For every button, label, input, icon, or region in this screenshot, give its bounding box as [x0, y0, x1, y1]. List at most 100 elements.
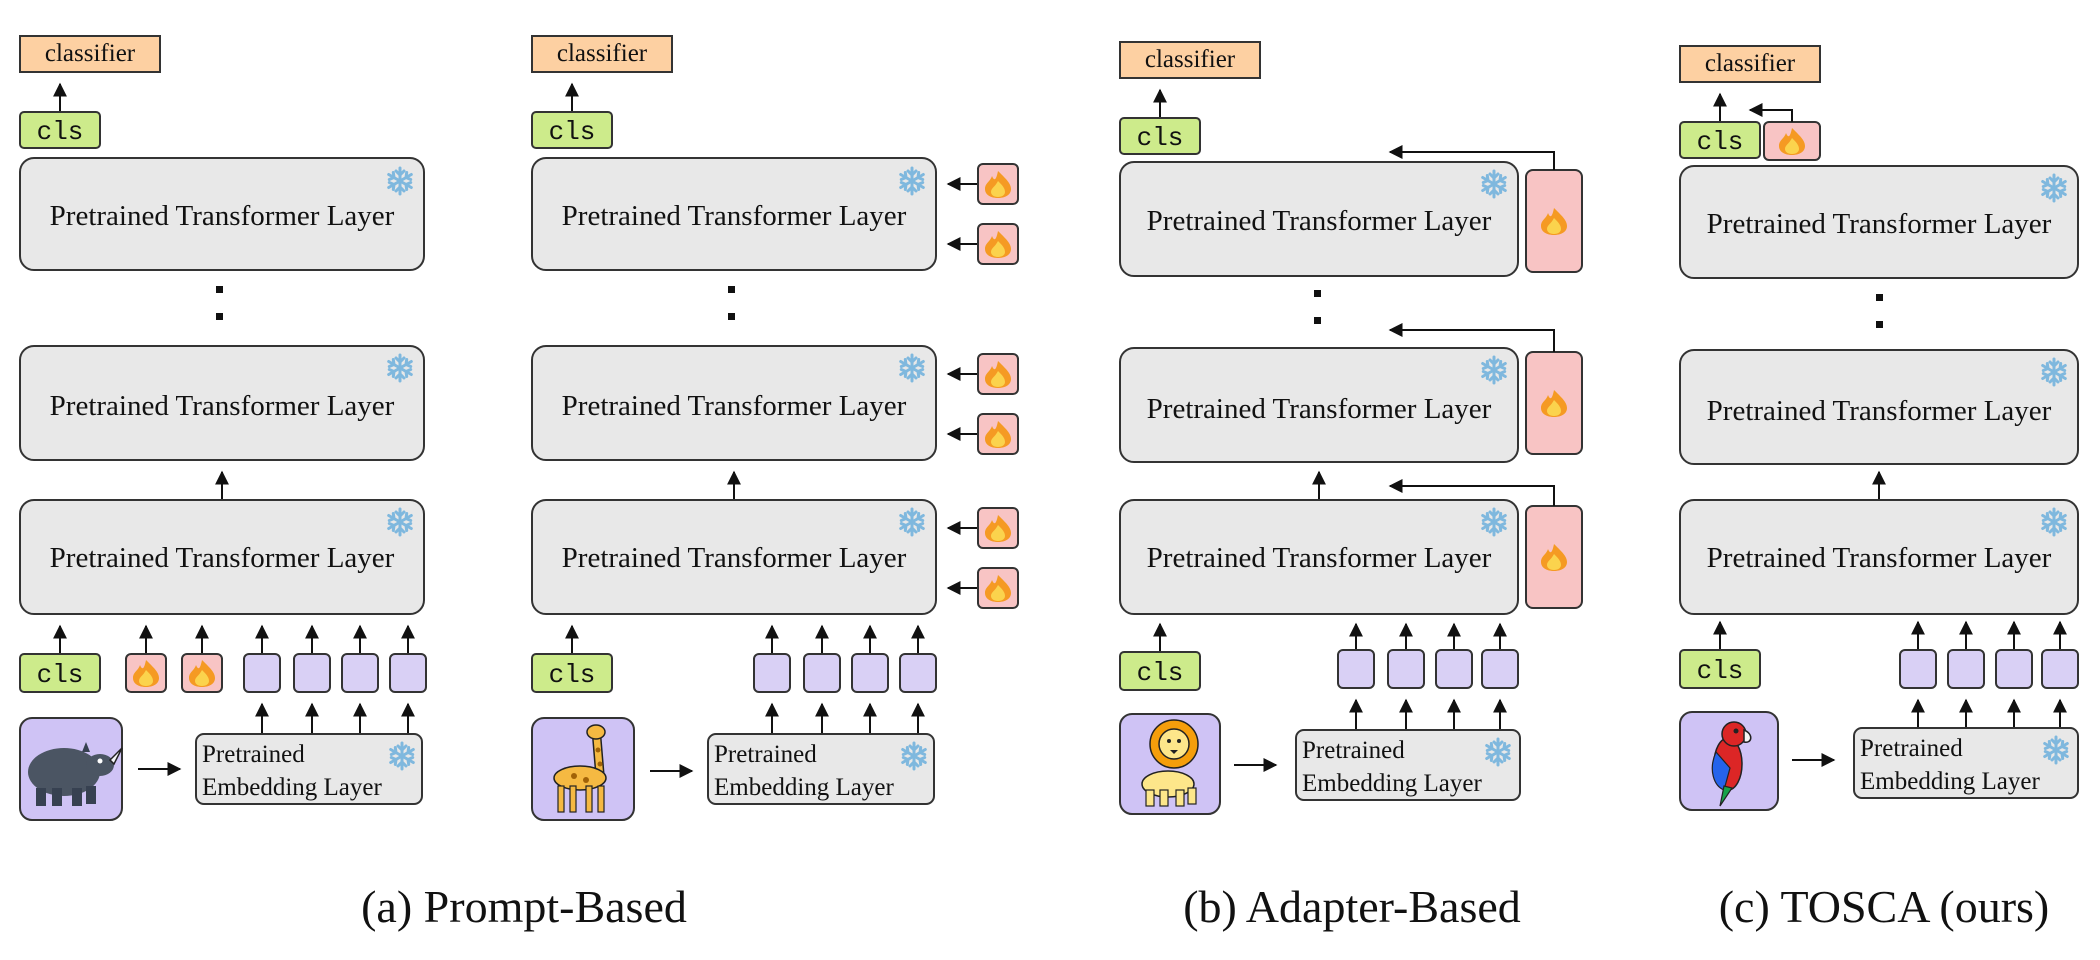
layer-label: Pretrained Transformer Layer: [1707, 542, 2052, 574]
input-image-c: [1679, 711, 1779, 811]
transformer-layer-middle-a2: Pretrained Transformer Layer: [531, 345, 937, 461]
cls-label: cls: [37, 117, 84, 147]
input-image-b: [1119, 713, 1221, 815]
prompt-token-a2: [181, 653, 223, 693]
transformer-layer-bottom-b: Pretrained Transformer Layer: [1119, 499, 1519, 615]
caption-adapter-based: (b) Adapter-Based: [1183, 881, 1521, 932]
cls-token-top-a2: cls: [531, 111, 613, 149]
transformer-layer-top-c: Pretrained Transformer Layer: [1679, 165, 2079, 279]
patch-token: [1435, 649, 1473, 689]
panel-a-deep-prompt: classifier cls Pretrained Transformer La…: [531, 35, 1019, 821]
classifier-label: classifier: [1705, 50, 1796, 77]
classifier-label: classifier: [45, 40, 136, 67]
transformer-layer-middle-b: Pretrained Transformer Layer: [1119, 347, 1519, 463]
patch-token: [389, 653, 427, 693]
layer-label: Pretrained Transformer Layer: [1147, 393, 1492, 425]
patch-token: [243, 653, 281, 693]
patch-token: [851, 653, 889, 693]
layer-label: Pretrained Transformer Layer: [50, 200, 395, 232]
deep-prompt-bottom-a2: [946, 507, 1019, 609]
patch-token: [1481, 649, 1519, 689]
cls-label: cls: [1137, 123, 1184, 153]
patch-token: [1337, 649, 1375, 689]
embedding-layer-b: Pretrained Embedding Layer: [1295, 729, 1521, 801]
cls-label: cls: [1137, 658, 1184, 688]
cls-token-top-b: cls: [1119, 117, 1201, 155]
input-image-a2: [531, 717, 635, 821]
layer-label: Pretrained Transformer Layer: [1707, 208, 2052, 240]
transformer-layer-middle-c: Pretrained Transformer Layer: [1679, 349, 2079, 465]
classifier-label: classifier: [1145, 46, 1236, 73]
embedding-label-line1: Pretrained: [1860, 735, 1963, 762]
caption-tosca: (c) TOSCA (ours): [1719, 881, 2050, 932]
layer-label: Pretrained Transformer Layer: [1147, 542, 1492, 574]
classifier-box-c: classifier: [1679, 45, 1821, 83]
layer-label: Pretrained Transformer Layer: [50, 390, 395, 422]
layer-label: Pretrained Transformer Layer: [1147, 205, 1492, 237]
deep-prompt-middle-a2: [946, 353, 1019, 455]
embedding-label-line2: Embedding Layer: [1860, 768, 2040, 795]
embedding-layer-a2: Pretrained Embedding Layer: [707, 733, 935, 805]
embedding-layer-a: Pretrained Embedding Layer: [195, 733, 423, 805]
layer-label: Pretrained Transformer Layer: [50, 542, 395, 574]
caption-prompt-based: (a) Prompt-Based: [361, 881, 687, 932]
transformer-layer-bottom-a2: Pretrained Transformer Layer: [531, 499, 937, 615]
panel-a-prompt-based: classifier cls Pretrained Transformer La…: [19, 35, 427, 821]
cls-label: cls: [1697, 127, 1744, 157]
cls-label: cls: [549, 660, 596, 690]
cls-token-top-a: cls: [19, 111, 101, 149]
cls-label: cls: [549, 117, 596, 147]
panel-b-adapter-based: classifier cls Pretrained Transformer La…: [1119, 41, 1583, 815]
embedding-label-line2: Embedding Layer: [202, 774, 382, 801]
patch-token: [1947, 649, 1985, 689]
deep-prompt-top-a2: [946, 163, 1019, 265]
embedding-layer-c: Pretrained Embedding Layer: [1853, 727, 2079, 799]
patch-token: [1995, 649, 2033, 689]
ellipsis-dots-a: [216, 286, 223, 320]
patch-token: [753, 653, 791, 693]
transformer-layer-bottom-c: Pretrained Transformer Layer: [1679, 499, 2079, 615]
classifier-box-a: classifier: [19, 35, 161, 73]
classifier-box-a2: classifier: [531, 35, 673, 73]
prompt-token-a1: [125, 653, 167, 693]
cls-token-input-b: cls: [1119, 651, 1201, 691]
layer-label: Pretrained Transformer Layer: [562, 542, 907, 574]
embedding-label-line1: Pretrained: [714, 741, 817, 768]
transformer-layer-top-b: Pretrained Transformer Layer: [1119, 161, 1519, 277]
adapter-middle-b: [1388, 323, 1583, 455]
transformer-layer-top-a: Pretrained Transformer Layer: [19, 157, 425, 271]
ellipsis-dots-a2: [728, 286, 735, 320]
panel-c-tosca: classifier cls Pretrained Transformer La…: [1679, 45, 2079, 811]
cls-label: cls: [37, 660, 84, 690]
cls-token-top-c: cls: [1679, 121, 1761, 159]
parrot-icon: [1711, 721, 1752, 807]
patch-token: [2041, 649, 2079, 689]
embedding-label-line1: Pretrained: [1302, 737, 1405, 764]
layer-label: Pretrained Transformer Layer: [1707, 395, 2052, 427]
cls-token-input-c: cls: [1679, 649, 1761, 689]
patch-token: [803, 653, 841, 693]
patch-token: [1387, 649, 1425, 689]
rhino-icon: [28, 742, 123, 806]
adapter-bottom-b: [1388, 479, 1583, 609]
transformer-layer-bottom-a: Pretrained Transformer Layer: [19, 499, 425, 615]
ellipsis-dots-c: [1876, 294, 1883, 328]
patch-token: [341, 653, 379, 693]
classifier-label: classifier: [557, 40, 648, 67]
embedding-label-line1: Pretrained: [202, 741, 305, 768]
transformer-layer-middle-a: Pretrained Transformer Layer: [19, 345, 425, 461]
layer-label: Pretrained Transformer Layer: [562, 390, 907, 422]
embedding-label-line2: Embedding Layer: [714, 774, 894, 801]
transformer-layer-top-a2: Pretrained Transformer Layer: [531, 157, 937, 271]
embedding-label-line2: Embedding Layer: [1302, 770, 1482, 797]
patch-token: [1899, 649, 1937, 689]
adapter-top-b: [1388, 145, 1583, 273]
patch-token: [293, 653, 331, 693]
patch-token: [899, 653, 937, 693]
classifier-box-b: classifier: [1119, 41, 1261, 79]
lion-icon: [1141, 719, 1199, 807]
ellipsis-dots-b: [1314, 290, 1321, 324]
cls-label: cls: [1697, 656, 1744, 686]
layer-label: Pretrained Transformer Layer: [562, 200, 907, 232]
